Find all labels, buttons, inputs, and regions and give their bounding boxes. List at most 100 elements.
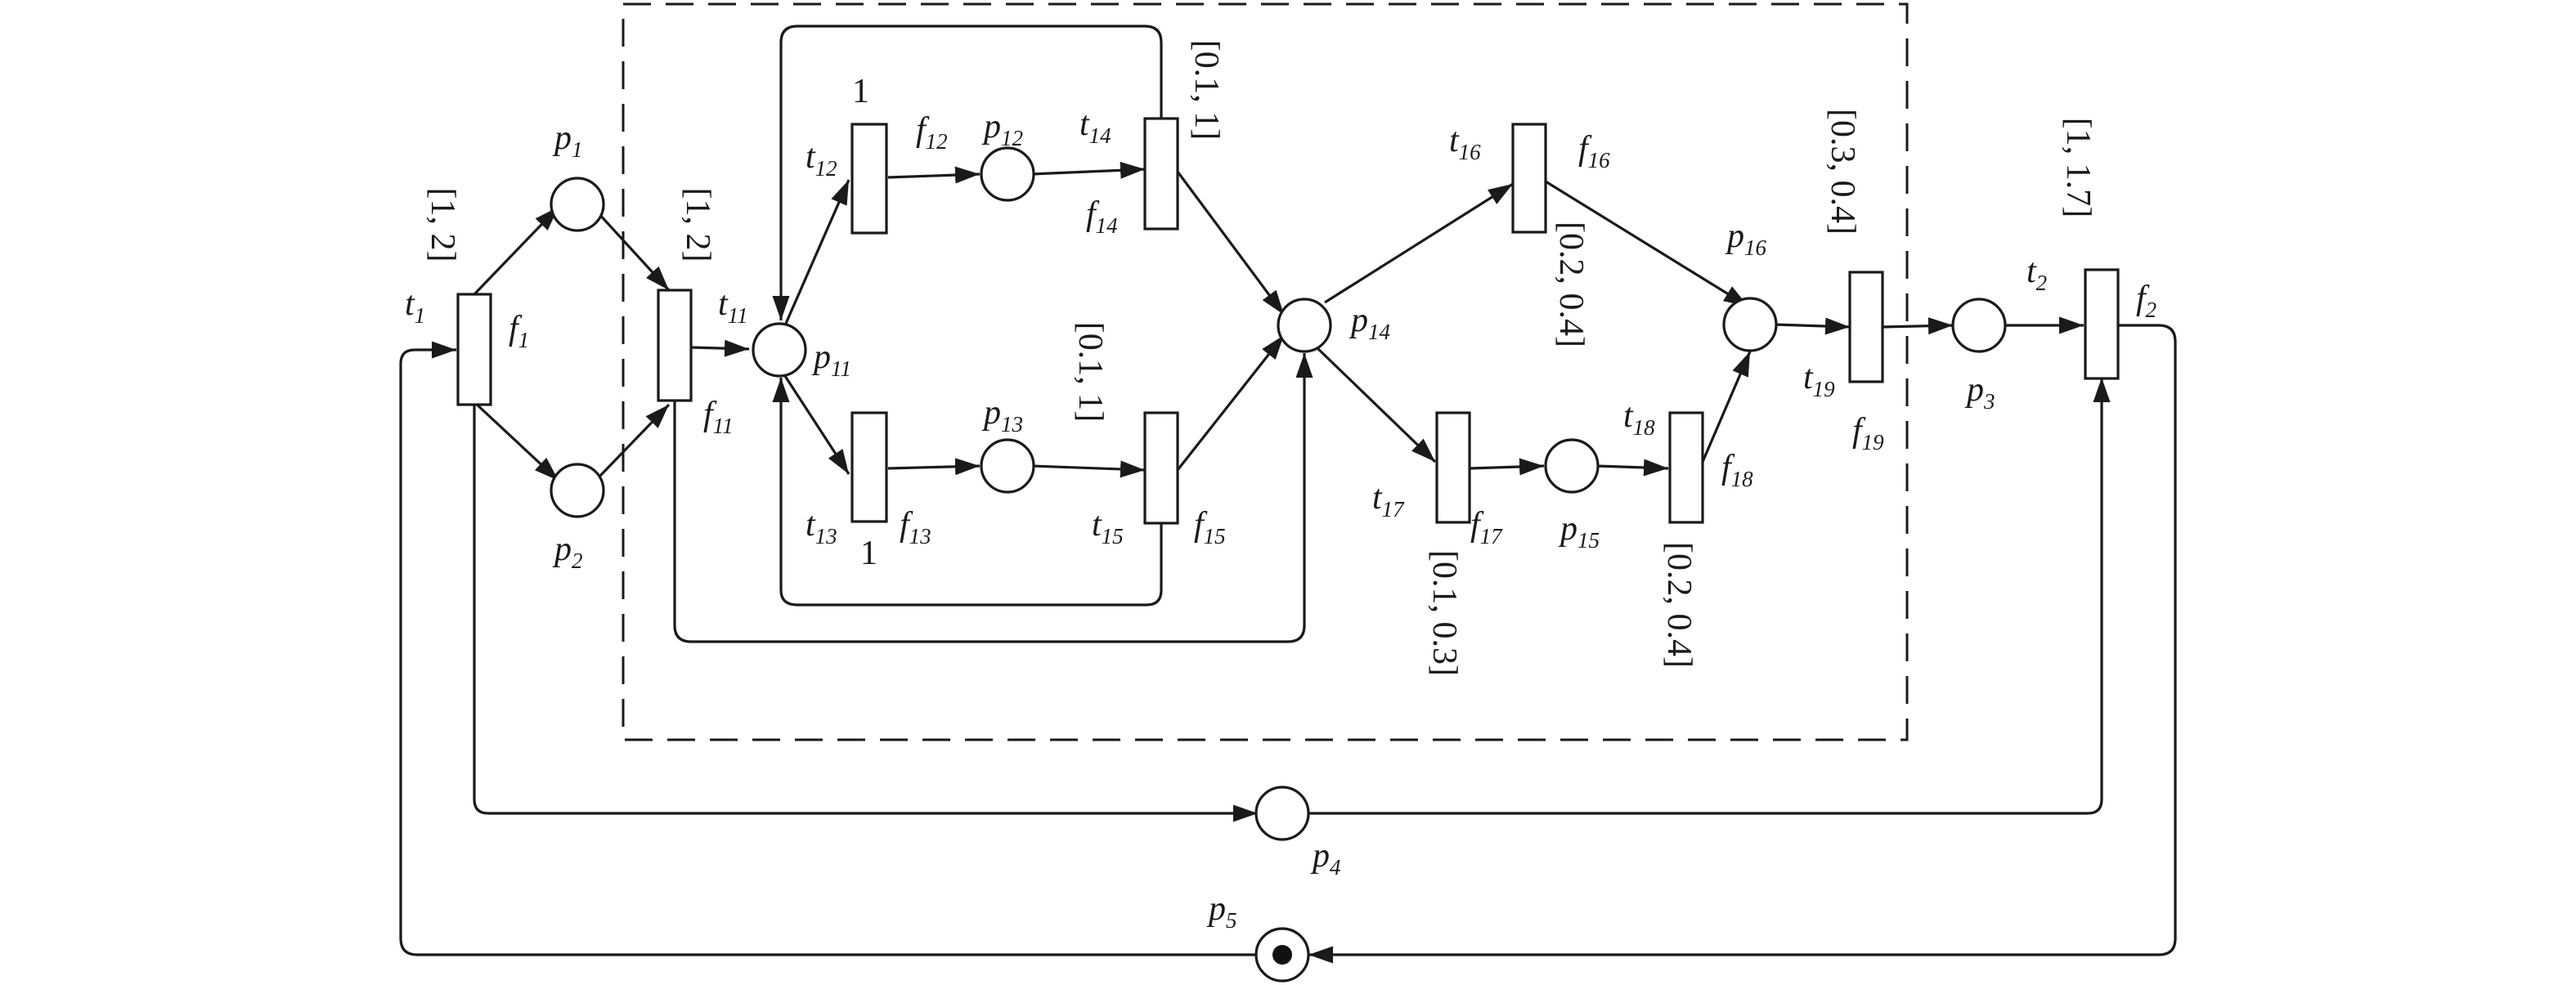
transition-t11 [657, 289, 693, 402]
label-f19: f19 [1852, 412, 1884, 454]
interval-t11: [1, 2] [679, 188, 716, 262]
label-p1: p1 [552, 119, 583, 162]
label-t2: t2 [2026, 253, 2047, 295]
interval-t18: [0.2, 0.4] [1660, 542, 1698, 668]
label-f1: f1 [509, 310, 529, 352]
arc-t15-p14 [1176, 334, 1286, 471]
arc-t1-p2 [473, 401, 560, 482]
arc-t13-p13 [887, 458, 981, 476]
transition-t13 [850, 411, 888, 523]
label-f12: f12 [916, 111, 948, 154]
arc-p16-t19 [1774, 317, 1851, 335]
arc-p12-t14 [1031, 161, 1146, 179]
place-p13 [980, 438, 1035, 494]
arc-t2-p5 [1308, 324, 2177, 964]
label-t13: t13 [806, 506, 837, 548]
label-f14: f14 [1086, 195, 1118, 238]
interval-t14: [0.1, 1] [1187, 40, 1225, 140]
arc-t15-p11-loop [772, 378, 1163, 607]
interval-t19: [0.3, 0.4] [1824, 109, 1861, 235]
arc-p14-t17 [1315, 346, 1437, 463]
weight-t12: 1 [852, 73, 869, 110]
label-t19: t19 [1803, 359, 1835, 401]
transition-t15 [1143, 411, 1179, 525]
place-p3 [1951, 298, 2007, 353]
arc-t14-p14 [1176, 171, 1286, 316]
interval-t1: [1, 2] [424, 188, 461, 262]
label-t17: t17 [1372, 479, 1405, 522]
label-t18: t18 [1623, 397, 1655, 440]
label-t16: t16 [1449, 122, 1481, 164]
place-p2 [550, 463, 605, 518]
interval-t2: [1, 1.7] [2059, 118, 2097, 217]
interval-t17: [0.1, 0.3] [1425, 550, 1463, 676]
interval-t16: [0.2, 0.4] [1552, 222, 1590, 347]
arcs [399, 25, 2177, 964]
label-p3: p3 [1964, 371, 1995, 414]
label-p11: p11 [811, 338, 851, 381]
label-p16: p16 [1725, 217, 1767, 260]
place-p16 [1722, 297, 1778, 352]
label-p14: p14 [1349, 302, 1390, 344]
arc-p11-t12 [783, 179, 850, 326]
arc-p1-t11 [596, 211, 671, 292]
label-p5: p5 [1206, 890, 1237, 933]
arc-p11-t13 [783, 375, 850, 475]
label-t14: t14 [1079, 105, 1111, 148]
place-labels: p1 p2 p11 p12 p13 p14 p15 p16 p3 p4 p5 [552, 108, 1995, 933]
place-p12 [980, 146, 1035, 202]
arc-p13-t15 [1031, 460, 1146, 478]
arc-t1-p4 [473, 405, 1258, 822]
label-f15: f15 [1194, 506, 1226, 548]
arc-t14-p11-loop [772, 25, 1163, 320]
transition-labels: t1 t11 t12 t13 t14 t15 t16 t17 t18 t19 t… [405, 105, 2047, 548]
place-p1 [550, 177, 605, 232]
arc-p14-t16 [1324, 182, 1514, 304]
arc-p4-t2 [1308, 378, 2111, 815]
weight-t13: 1 [860, 535, 877, 572]
transition-t1 [456, 293, 492, 406]
label-f17: f17 [1470, 506, 1503, 548]
label-t11: t11 [718, 285, 748, 328]
arc-t12-p12 [887, 166, 981, 184]
label-p4: p4 [1310, 837, 1341, 880]
arc-p2-t11 [596, 403, 671, 480]
place-p14 [1277, 298, 1332, 353]
token-p5 [1272, 945, 1292, 965]
places [550, 146, 2007, 983]
arc-p15-t18 [1595, 459, 1669, 477]
label-f13: f13 [900, 506, 931, 548]
label-t1: t1 [405, 285, 425, 328]
label-p13: p13 [981, 394, 1023, 437]
transition-t19 [1848, 271, 1884, 383]
arc-t16-p16 [1545, 180, 1749, 308]
place-p4 [1254, 786, 1310, 841]
label-f16: f16 [1578, 130, 1610, 172]
arc-t11-p14-bottom [673, 353, 1313, 643]
arc-t1-p1 [473, 205, 560, 296]
label-p12: p12 [981, 108, 1023, 150]
transitions [456, 117, 2120, 525]
arc-p5-t1 [399, 341, 1258, 956]
arc-t18-p16 [1701, 351, 1752, 463]
label-f18: f18 [1721, 449, 1753, 491]
transition-t16 [1511, 123, 1547, 234]
arc-t17-p15 [1469, 458, 1545, 476]
label-p15: p15 [1558, 510, 1600, 553]
transition-t17 [1435, 411, 1471, 524]
transition-t18 [1668, 411, 1704, 524]
arc-t11-p11 [690, 339, 750, 357]
time-intervals: [1, 2] [1, 2] [0.1, 1] [0.1, 1] [0.2, 0.… [424, 40, 2097, 676]
transition-t12 [850, 123, 888, 235]
transition-t14 [1143, 117, 1179, 231]
label-t15: t15 [1092, 506, 1124, 548]
function-labels: f1 f11 f12 f13 f14 f15 f16 f17 f18 f19 f… [509, 111, 2156, 548]
place-p15 [1544, 438, 1600, 494]
arc-t19-p3 [1882, 317, 1954, 335]
label-t12: t12 [806, 138, 837, 181]
transition-t2 [2084, 268, 2120, 380]
arc-weights: 1 1 [852, 73, 877, 572]
label-f2: f2 [2136, 280, 2156, 322]
label-p2: p2 [552, 531, 583, 573]
